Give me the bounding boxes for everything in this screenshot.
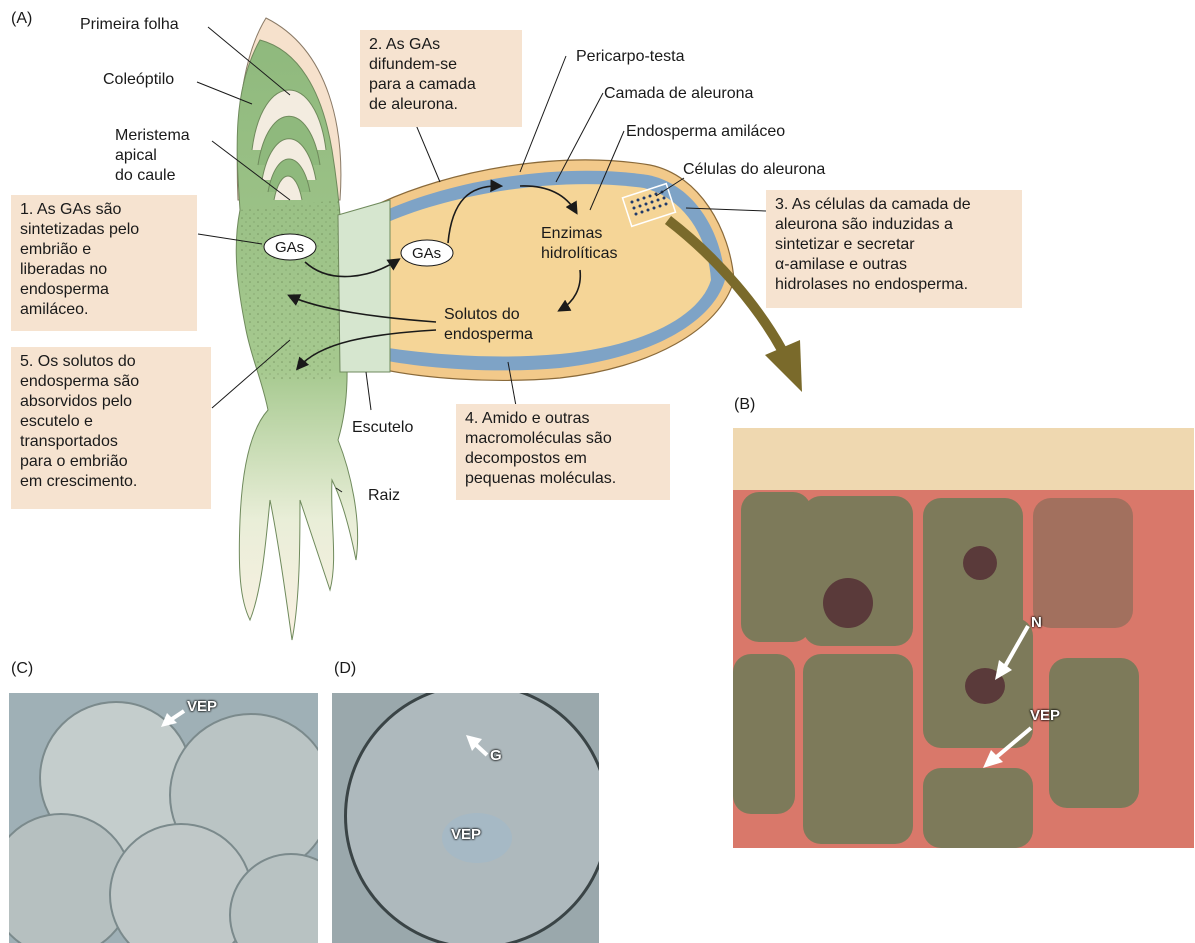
photo-label-nucleus: N [1031, 614, 1042, 631]
scutellum [338, 200, 390, 372]
label-hydrolytic-enzymes: Enzimas hidrolíticas [541, 224, 617, 264]
label-root: Raiz [368, 486, 400, 506]
panel-label-d: (D) [334, 660, 356, 678]
photo-d-protoplast [332, 693, 599, 943]
label-aleurone-layer: Camada de aleurona [604, 84, 753, 104]
panel-label-b: (B) [734, 396, 755, 414]
label-meristem: Meristema apical do caule [115, 126, 190, 186]
label-first-leaf: Primeira folha [80, 15, 179, 35]
photo-label-g: G [490, 747, 502, 764]
label-gas-grain: GAs [412, 244, 441, 264]
photo-c-protoplasts [9, 693, 318, 943]
label-aleurone-cells: Células do aleurona [683, 160, 825, 180]
label-gas-embryo: GAs [275, 238, 304, 258]
label-coleoptile: Coleóptilo [103, 70, 174, 90]
label-scutellum: Escutelo [352, 418, 413, 438]
panel-label-c: (C) [11, 660, 33, 678]
label-endosperm-solutes: Solutos do endosperma [444, 305, 533, 345]
photo-label-vep-d: VEP [451, 826, 481, 843]
panel-label-a: (A) [11, 10, 32, 28]
photo-b-aleurone-cells [733, 428, 1194, 848]
photo-label-vep-b: VEP [1030, 707, 1060, 724]
photo-label-vep-c: VEP [187, 698, 217, 715]
label-pericarp: Pericarpo-testa [576, 47, 685, 67]
label-starchy-endosperm: Endosperma amiláceo [626, 122, 785, 142]
